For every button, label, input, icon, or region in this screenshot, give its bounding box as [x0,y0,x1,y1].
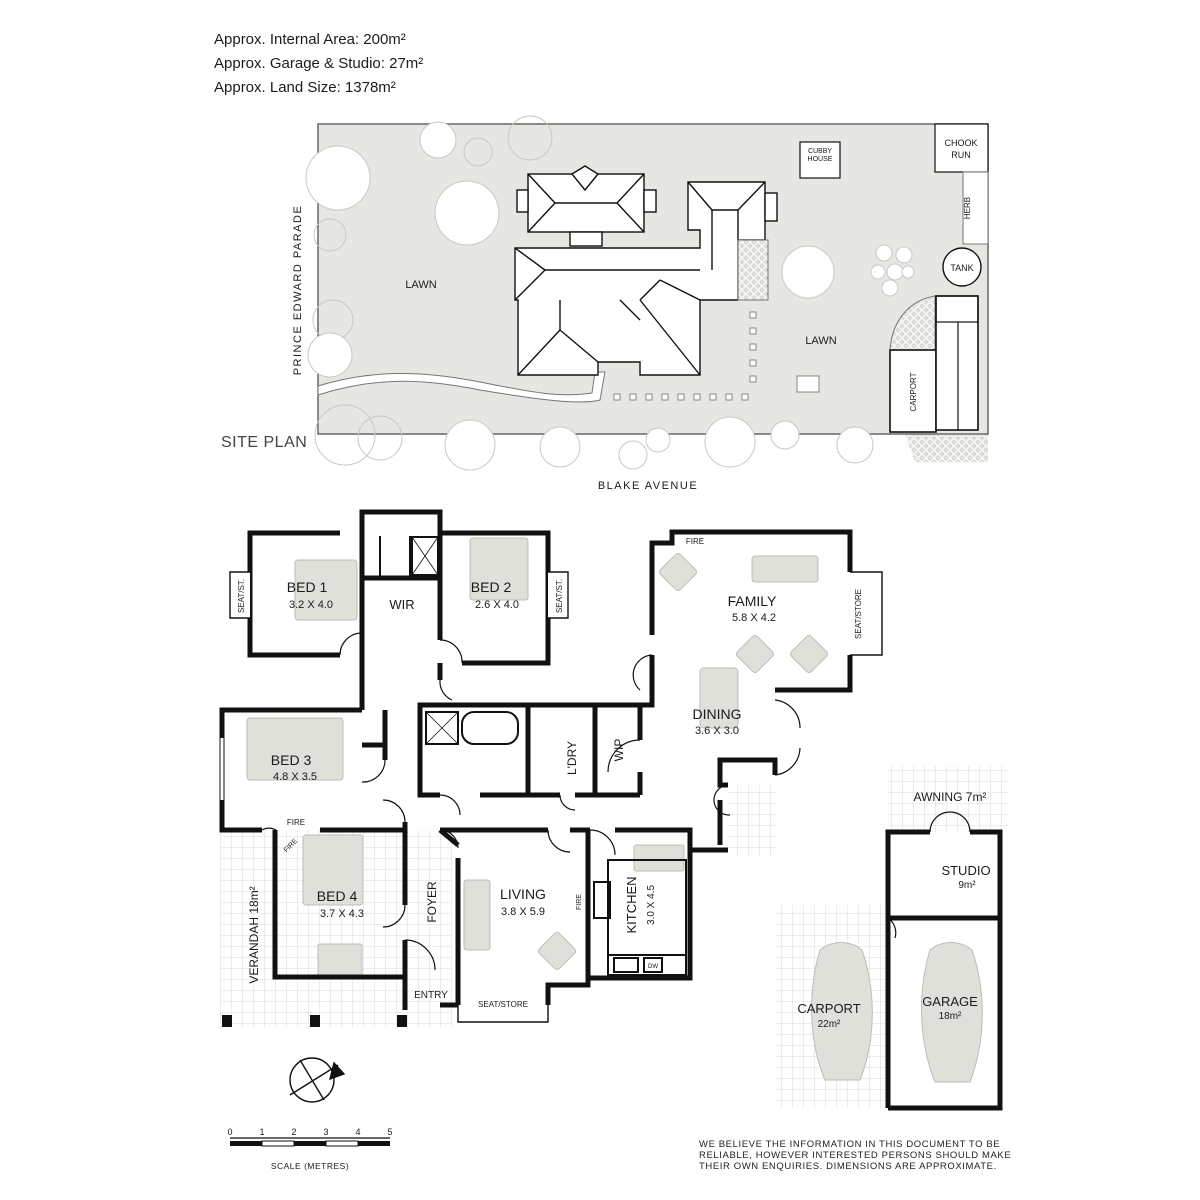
stepping-stones [613,311,757,401]
foyer-label: FOYER [425,881,439,923]
site-carport [889,349,937,433]
room-labels: BED 1 3.2 X 4.0 BED 2 2.6 X 4.0 WIR BED … [237,537,991,1030]
lawn-right-label: LAWN [805,335,836,347]
scale-tick-3: 3 [323,1127,328,1137]
fire-bed3-label: FIRE [287,818,305,827]
scale-tick-1: 1 [259,1127,264,1137]
land-size-text: Approx. Land Size: 1378m² [214,79,396,96]
garage-studio-area-text: Approx. Garage & Studio: 27m² [214,55,424,72]
doors [261,632,971,971]
awning-label: AWNING 7m² [914,790,987,804]
site-plan: CUBBY HOUSE CHOOK RUN HERB TANK CARPORT … [292,115,989,492]
carport-area: 22m² [818,1019,841,1030]
chook-run-label: CHOOK [944,138,977,148]
kitchen-dims: 3.0 X 4.5 [646,885,657,925]
herb-garden [962,171,989,245]
bed3-name: BED 3 [271,752,312,768]
scale-tick-2: 2 [291,1127,296,1137]
trees [305,115,959,471]
ldry-label: L'DRY [565,741,579,775]
street-side-label: PRINCE EDWARD PARADE [292,205,304,376]
dining-dims: 3.6 X 3.0 [695,725,739,737]
dw-label: DW [648,964,658,970]
scale-tick-5: 5 [387,1127,392,1137]
house-roof [514,165,778,376]
bed4-dims: 3.7 X 4.3 [320,908,364,920]
bed3-dims: 4.8 X 3.5 [273,771,317,783]
window-bays [229,571,883,1023]
bed4-name: BED 4 [317,888,358,904]
family-name: FAMILY [728,593,777,609]
living-dims: 3.8 X 5.9 [501,906,545,918]
kitchen-name: KITCHEN [624,876,639,933]
scale-tick-0: 0 [227,1127,232,1137]
stepping-gravel [737,239,769,301]
chook-run [934,123,989,173]
garage-name: GARAGE [922,994,978,1009]
outdoor-table [796,375,820,393]
seat-store-family-label: SEAT/STORE [854,589,863,639]
bed1-dims: 3.2 X 4.0 [289,599,333,611]
site-driveway-gravel [905,435,988,462]
fire-living-label: FIRE [576,894,583,910]
seat-store-living-label: SEAT/STORE [478,1000,528,1009]
driveway-path [317,371,606,403]
street-bottom-label: BLAKE AVENUE [598,480,698,492]
garage-area: 18m² [939,1011,962,1022]
bed1-name: BED 1 [287,579,328,595]
disclaimer-line-2: RELIABLE, HOWEVER INTERESTED PERSONS SHO… [699,1150,1012,1161]
bed2-dims: 2.6 X 4.0 [475,599,519,611]
carport-name: CARPORT [797,1001,860,1016]
seat-st-bed2-label: SEAT/ST. [555,579,564,613]
scale-tick-4: 4 [355,1127,360,1137]
studio-name: STUDIO [941,863,990,878]
chook-run-label-2: RUN [951,150,971,160]
entry-label: ENTRY [414,990,448,1001]
site-garage-studio [935,295,979,431]
seat-st-bed1-label: SEAT/ST. [237,579,246,613]
family-dims: 5.8 X 4.2 [732,612,776,624]
bed2-name: BED 2 [471,579,512,595]
wir-label: WIR [389,597,414,612]
cubby-house [799,141,841,179]
water-tank [942,247,982,287]
lawn-left-label: LAWN [405,279,436,291]
compass-icon [289,1057,346,1103]
disclaimer-line-3: THEIR OWN ENQUIRIES. DIMENSIONS ARE APPR… [699,1161,997,1172]
verandah-posts [222,1015,407,1027]
scale-bar: 0 1 2 3 4 5 SCALE (METRES) [227,1127,392,1171]
floor-plan: BED 1 3.2 X 4.0 BED 2 2.6 X 4.0 WIR BED … [219,509,1008,1111]
thin-walls [220,536,687,976]
disclaimer: WE BELIEVE THE INFORMATION IN THIS DOCUM… [699,1139,1012,1172]
disclaimer-line-1: WE BELIEVE THE INFORMATION IN THIS DOCUM… [699,1139,1001,1150]
cubby-house-label-2: HOUSE [808,156,833,163]
herb-label: HERB [963,197,972,219]
fire-family-label: FIRE [686,537,704,546]
dining-name: DINING [693,706,742,722]
internal-area-text: Approx. Internal Area: 200m² [214,31,406,48]
scale-label: SCALE (METRES) [271,1161,349,1171]
site-plan-title: SITE PLAN [221,434,308,451]
tank-label: TANK [950,263,973,273]
courtyard-paving [728,785,776,857]
site-carport-label: CARPORT [909,372,918,411]
wip-label: WIP [612,739,626,762]
living-name: LIVING [500,886,546,902]
area-summary: Approx. Internal Area: 200m² Approx. Gar… [214,28,423,100]
awning-paving [888,766,1008,832]
studio-area: 9m² [958,880,976,891]
furniture [246,537,983,1083]
cubby-house-label: CUBBY [808,148,832,155]
verandah-label: VERANDAH 18m² [247,886,261,983]
